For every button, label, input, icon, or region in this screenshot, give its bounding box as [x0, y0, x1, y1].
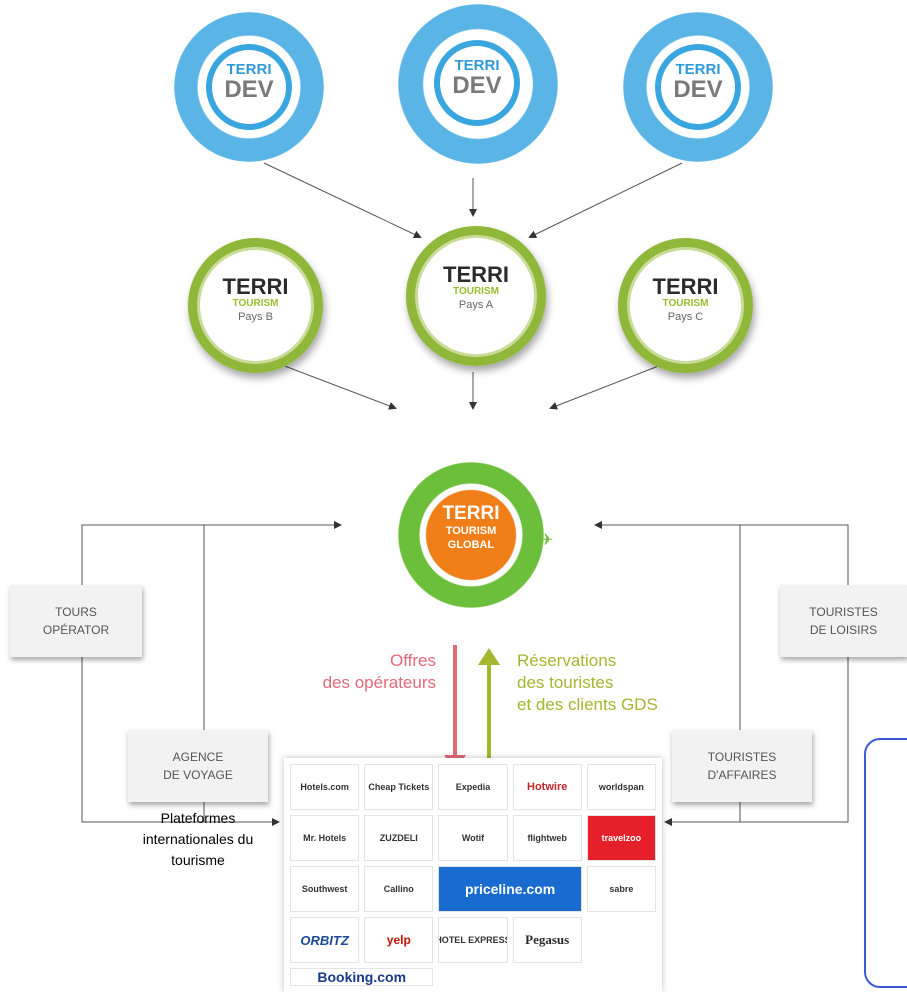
reservations-line: et des clients GDS — [517, 695, 658, 714]
global-line2: TOURISM — [445, 525, 497, 537]
logo-zuzdeli: ZUZDELI — [364, 815, 434, 861]
tourism-country: Pays A — [458, 299, 494, 311]
platform-logos-grid: Hotels.com Cheap Tickets Expedia Hotwire… — [284, 758, 662, 992]
terri-tourism-pays-b: TERRI TOURISM Pays B — [188, 238, 323, 373]
logo-yelp: yelp — [364, 917, 434, 963]
box-line: DE LOISIRS — [809, 623, 878, 637]
terri-tourism-pays-c: TERRI TOURISM Pays C — [618, 238, 753, 373]
box-line: OPÉRATOR — [42, 623, 110, 637]
tourism-name: TERRI — [652, 274, 719, 299]
box-line: TOURISTES — [707, 750, 777, 764]
box-line: TOURISTES — [809, 605, 878, 619]
logo-southwest: Southwest — [290, 866, 360, 912]
box-line: D'AFFAIRES — [707, 768, 777, 782]
plateformes-line: tourisme — [171, 852, 225, 868]
tourism-country: Pays C — [667, 311, 704, 323]
logo-hotels: Hotels.com — [290, 764, 360, 810]
plateformes-line: internationales du — [142, 831, 254, 847]
terri-tourism-pays-a: TERRI TOURISM Pays A — [406, 226, 546, 366]
offres-label: Offres des opérateurs — [260, 650, 436, 694]
blue-callout-box — [864, 738, 907, 988]
box-line: AGENCE — [172, 750, 224, 764]
box-line: DE VOYAGE — [163, 768, 233, 782]
logo-worldspan: worldspan — [586, 764, 656, 810]
tourism-sub: TOURISM — [453, 286, 499, 297]
logo-expedia: Expedia — [438, 764, 508, 810]
plateformes-line: Plateformes — [160, 810, 236, 826]
logo-wotif: Wotif — [438, 815, 508, 861]
dev-line2: DEV — [452, 72, 502, 99]
touristes-d-affaires-box: TOURISTES D'AFFAIRES — [672, 730, 812, 802]
plane-icon: ✈ — [540, 532, 554, 549]
logo-travelzoo: travelzoo — [586, 815, 656, 861]
dev-line1: TERRI — [675, 61, 721, 78]
dev-line1: TERRI — [454, 57, 500, 74]
terri-tourism-global-node: TERRI TOURISM GLOBAL — [396, 460, 546, 610]
global-line1: TERRI — [442, 503, 500, 524]
offres-line: Offres — [390, 651, 436, 670]
tourism-name: TERRI — [222, 274, 289, 299]
logo-pegasus: Pegasus — [512, 917, 582, 963]
dev-line2: DEV — [224, 76, 274, 103]
logo-hotwire: Hotwire — [512, 764, 582, 810]
logo-mr-hotels: Mr. Hotels — [290, 815, 360, 861]
dev-line1: TERRI — [226, 61, 272, 78]
logo-sabre: sabre — [586, 866, 656, 912]
reservations-line: Réservations — [517, 651, 617, 670]
plateformes-label: Plateformes internationales du tourisme — [118, 808, 278, 871]
reservations-label: Réservations des touristes et des client… — [517, 650, 658, 716]
tourism-sub: TOURISM — [232, 298, 279, 309]
logo-priceline: priceline.com — [438, 866, 582, 912]
box-line: TOURS — [55, 605, 97, 619]
touristes-de-loisirs-box: TOURISTES DE LOISIRS — [780, 585, 907, 657]
offres-line: des opérateurs — [322, 673, 436, 692]
tours-operator-box: TOURS OPÉRATOR — [10, 585, 142, 657]
tourism-sub: TOURISM — [662, 298, 709, 309]
global-line3: GLOBAL — [447, 539, 495, 551]
tourism-name: TERRI — [443, 262, 509, 287]
dev-line2: DEV — [673, 76, 723, 103]
logo-booking: Booking.com — [290, 968, 434, 986]
logo-cheap-tickets: Cheap Tickets — [364, 764, 434, 810]
agence-de-voyage-box: AGENCE DE VOYAGE — [128, 730, 268, 802]
logo-flightweb: flightweb — [512, 815, 582, 861]
logo-hotel-express: HOTEL EXPRESS — [438, 917, 508, 963]
logo-orbitz: ORBITZ — [290, 917, 360, 963]
logo-callino: Callino — [364, 866, 434, 912]
reservations-line: des touristes — [517, 673, 614, 692]
tourism-country: Pays B — [238, 311, 273, 323]
